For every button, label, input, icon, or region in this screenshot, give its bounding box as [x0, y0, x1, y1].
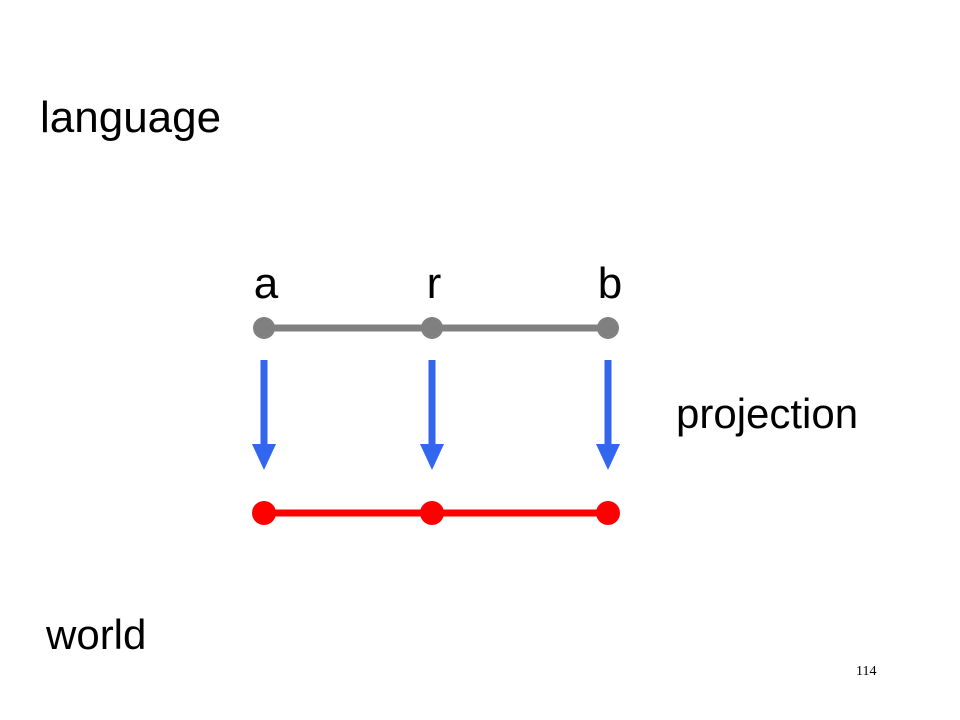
arrow-head-r: [420, 444, 444, 470]
projection-label: projection: [676, 390, 859, 437]
language-node-b: [597, 317, 619, 339]
arrow-head-a: [252, 444, 276, 470]
page-number: 114: [856, 664, 877, 679]
projection-arrow-a: [252, 360, 276, 470]
language-node-r: [421, 317, 443, 339]
world-nodes: [252, 501, 620, 525]
world-node-a: [252, 501, 276, 525]
language-nodes: [253, 317, 619, 339]
projection-arrow-r: [420, 360, 444, 470]
language-label: language: [40, 93, 222, 142]
world-node-r: [420, 501, 444, 525]
language-node-a: [253, 317, 275, 339]
projection-arrows: [252, 360, 620, 470]
node-letter-r: r: [427, 259, 442, 308]
node-letter-b: b: [598, 259, 622, 308]
node-letter-a: a: [254, 259, 279, 308]
world-node-b: [596, 501, 620, 525]
arrow-head-b: [596, 444, 620, 470]
projection-arrow-b: [596, 360, 620, 470]
world-label: world: [46, 611, 147, 658]
